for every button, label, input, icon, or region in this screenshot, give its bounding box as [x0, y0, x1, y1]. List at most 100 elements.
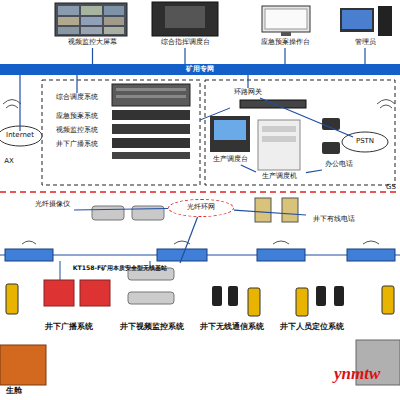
server: [112, 152, 190, 159]
node-label: AX: [4, 158, 14, 166]
monitor-stand: [281, 32, 291, 36]
connector: [74, 209, 168, 210]
server: [112, 138, 190, 148]
node-label: 光纤摄像仪: [35, 201, 70, 209]
device-node: 环路网关: [226, 88, 270, 98]
wired-phone: [255, 198, 271, 222]
dispatch-console: [152, 2, 218, 36]
node-label: Internet: [6, 132, 34, 140]
device-node: 生舱: [0, 385, 28, 397]
device-node: 生产调度台: [205, 155, 255, 165]
locator-tag: [334, 286, 344, 306]
node-label: 生产调度台: [213, 156, 248, 164]
watermark: ynmtw: [334, 364, 380, 384]
monitor-screen: [265, 9, 307, 29]
device-node: 井下视频监控系统: [114, 322, 190, 332]
server: [112, 110, 190, 120]
video-tile: [81, 17, 102, 25]
device-node: PSTN: [345, 137, 385, 147]
radio-handset: [6, 284, 18, 314]
node-label: 视频监控大屏幕: [68, 39, 117, 47]
video-tile: [81, 6, 102, 15]
device-node: 综合调度系统: [46, 93, 108, 103]
node-label: 应急预案系统: [56, 113, 98, 121]
device-node: GS: [382, 183, 400, 193]
wireless-symbol: [22, 241, 379, 244]
node-label: 井下广播系统: [56, 141, 98, 149]
wireless-symbol: [3, 100, 21, 109]
connector: [180, 217, 198, 263]
node-label: 综合调度系统: [56, 94, 98, 102]
connector: [284, 48, 285, 64]
video-tile: [81, 27, 102, 34]
node-label: 光纤环网: [187, 204, 215, 212]
rack-slot: [116, 95, 186, 98]
node-label: 综合指挥调度台: [161, 39, 210, 47]
video-tile: [58, 17, 79, 25]
device-node: 井下有线电话: [302, 215, 366, 225]
group-frame: [42, 80, 200, 185]
video-tile: [58, 27, 79, 34]
connector: [92, 48, 93, 64]
base-station: [157, 249, 207, 261]
node-label: 矿用专网: [186, 66, 214, 74]
video-tile: [104, 6, 124, 15]
locator-tag: [212, 286, 222, 306]
monitor: [262, 6, 310, 32]
locator-tag: [316, 286, 326, 306]
device-node: 应急预案操作台: [250, 38, 320, 48]
node-label: 生产调度机: [262, 173, 297, 181]
node-label: 井下视频监控系统: [120, 323, 184, 331]
camera: [128, 292, 174, 304]
console-keypad: [165, 6, 205, 28]
switch-cabinet: [258, 120, 300, 170]
node-label: 井下无线通信系统: [200, 323, 264, 331]
video-tile: [58, 6, 79, 15]
group-frame: [205, 80, 395, 185]
base-station: [347, 249, 395, 261]
pc-monitor: [340, 8, 374, 32]
device-node: 视频监控大屏幕: [55, 38, 130, 48]
node-label: 应急预案操作台: [261, 39, 310, 47]
fiber-ring: 光纤环网: [168, 199, 234, 217]
node-label: KT158-F矿用本质安全型无线基站: [73, 265, 168, 272]
node-label: 环路网关: [234, 89, 262, 97]
device-node: AX: [0, 157, 18, 167]
cabinet-shelf: [262, 126, 296, 132]
video-wall: [55, 3, 127, 36]
radio-handset: [248, 288, 260, 316]
broadcast-box: [80, 280, 110, 306]
radio-handset: [382, 286, 394, 314]
device-node: 光纤摄像仪: [26, 200, 78, 210]
link-wire: [60, 261, 61, 282]
connector: [234, 210, 306, 215]
internet-cloud: [0, 126, 42, 146]
connector: [306, 170, 322, 173]
device-node: 井下人员定位系统: [274, 322, 350, 332]
camera: [92, 206, 124, 220]
pstn-cloud: [342, 132, 388, 152]
base-station: [5, 249, 53, 261]
node-label: GS: [386, 184, 396, 192]
terminal-screen: [214, 120, 246, 140]
base-station: [257, 249, 305, 261]
connector: [247, 75, 248, 88]
node-label: PSTN: [356, 138, 374, 146]
connector: [260, 98, 353, 137]
device-node: 井下广播系统: [46, 140, 108, 150]
refuge-capsule: [0, 345, 46, 385]
locator-tag: [228, 286, 238, 306]
dispatch-terminal: [210, 116, 250, 152]
server: [112, 124, 190, 134]
office-phone: [322, 118, 340, 130]
rack-slot: [116, 88, 186, 91]
surface-divider: [0, 191, 400, 193]
rack-unit: [112, 84, 190, 106]
device-node: 井下无线通信系统: [194, 322, 270, 332]
wireless-symbol: [377, 100, 395, 109]
device-node: 应急预案系统: [46, 112, 108, 122]
pc-screen: [342, 10, 372, 29]
device-node: 井下广播系统: [38, 322, 100, 332]
device-node: 视频监控系统: [46, 126, 108, 136]
node-label: 管理员: [355, 39, 376, 47]
